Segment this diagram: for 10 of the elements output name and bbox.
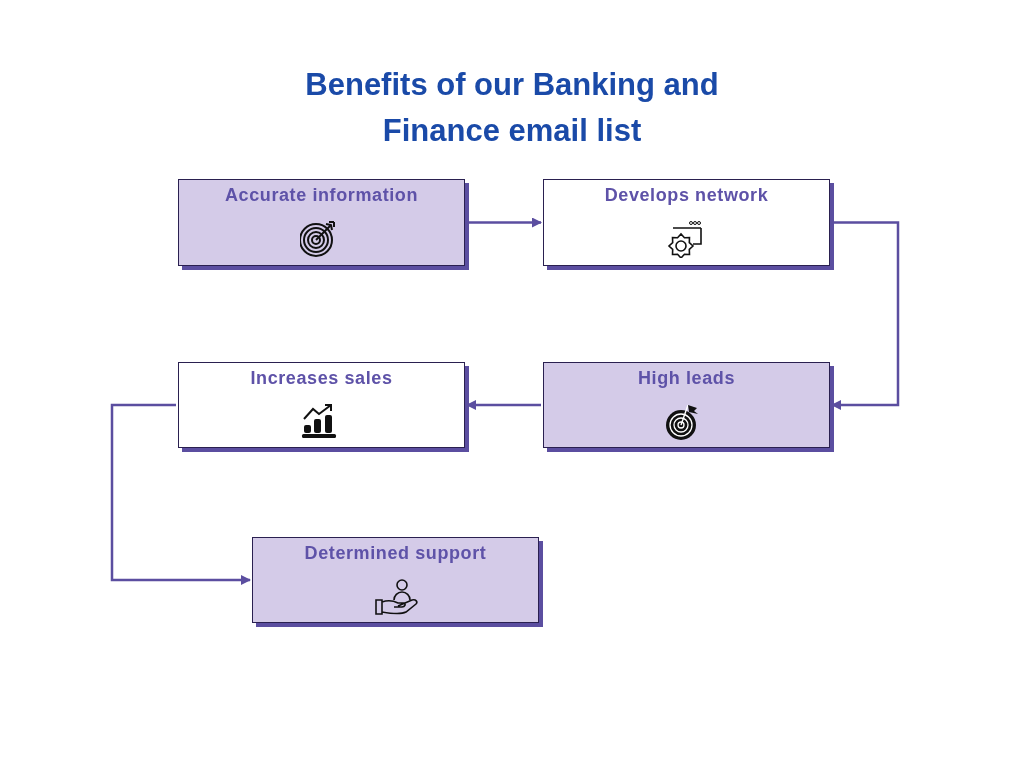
arrow: [831, 221, 900, 410]
box-title: High leads: [638, 367, 735, 389]
arrow: [110, 403, 251, 585]
box-title: Accurate information: [225, 184, 418, 206]
arrow: [466, 400, 541, 410]
box-title: Increases sales: [250, 367, 393, 389]
arrow: [467, 217, 542, 228]
box-title: Develops network: [604, 184, 769, 206]
diagram-title: Benefits of our Banking and Finance email list: [304, 66, 720, 150]
box-title: Determined support: [304, 542, 487, 564]
